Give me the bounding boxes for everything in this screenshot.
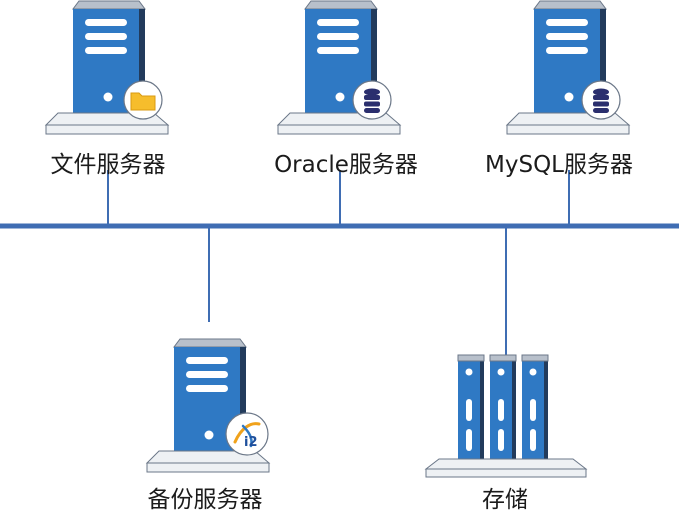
i2-logo-icon: i2 bbox=[225, 412, 269, 456]
svg-text:i2: i2 bbox=[244, 435, 258, 450]
label-oracle-server: Oracle服务器 bbox=[274, 152, 418, 178]
network-links bbox=[0, 170, 679, 357]
oracle-server[interactable] bbox=[277, 0, 401, 135]
folder-icon bbox=[123, 80, 163, 120]
storage-array-icon bbox=[424, 354, 588, 478]
label-file-server: 文件服务器 bbox=[50, 152, 166, 178]
backup-server[interactable]: i2 bbox=[146, 338, 270, 473]
label-backup-server: 备份服务器 bbox=[147, 487, 263, 513]
label-storage: 存储 bbox=[482, 487, 528, 513]
file-server[interactable] bbox=[45, 0, 169, 135]
storage[interactable] bbox=[424, 354, 588, 478]
mysql-server[interactable] bbox=[506, 0, 630, 135]
label-mysql-server: MySQL服务器 bbox=[485, 152, 633, 178]
database-icon bbox=[581, 80, 621, 120]
database-icon bbox=[352, 80, 392, 120]
